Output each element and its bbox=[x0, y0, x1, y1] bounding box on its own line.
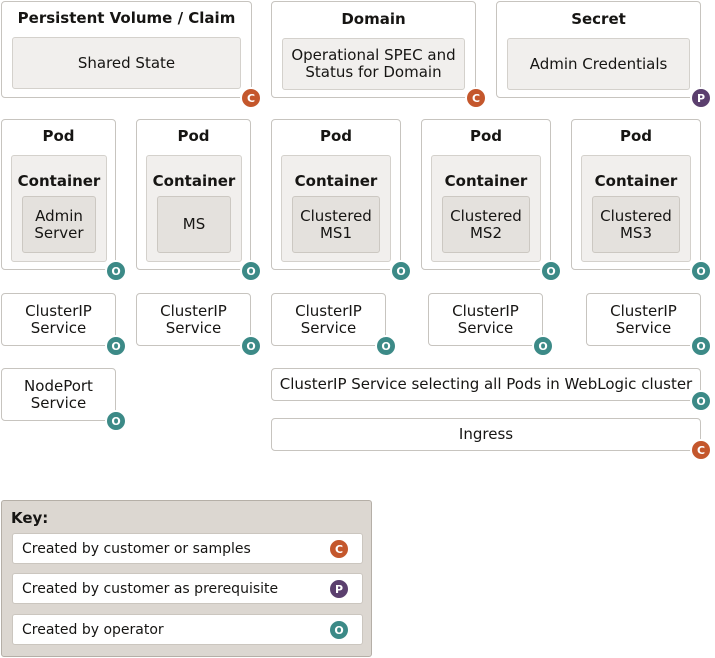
domain-spec-box: Operational SPEC and Status for Domain bbox=[282, 38, 465, 90]
clusterip-service-box: ClusterIP Service bbox=[586, 293, 701, 346]
server-box: Clustered MS2 bbox=[442, 196, 530, 253]
customer-badge-icon: C bbox=[240, 87, 262, 109]
customer-badge-icon: C bbox=[465, 87, 487, 109]
container-title: Container bbox=[17, 172, 101, 190]
key-row-label: Created by customer as prerequisite bbox=[22, 581, 279, 597]
server-label: Clustered MS2 bbox=[450, 206, 522, 242]
operator-badge-icon: O bbox=[105, 335, 127, 357]
key-row-operator: Created by operator O bbox=[12, 614, 363, 645]
clusterip-service-label: ClusterIP Service bbox=[295, 301, 362, 337]
pv-claim-title: Persistent Volume / Claim bbox=[17, 9, 236, 27]
pod-box: Pod Container Clustered MS3 bbox=[571, 119, 701, 270]
operator-badge-icon: O bbox=[390, 260, 412, 282]
container-title: Container bbox=[294, 172, 378, 190]
container-title: Container bbox=[152, 172, 236, 190]
operator-badge-icon: O bbox=[105, 260, 127, 282]
pod-title: Pod bbox=[469, 127, 503, 145]
clusterip-service-label: ClusterIP Service bbox=[452, 301, 519, 337]
operator-badge-icon: O bbox=[532, 335, 554, 357]
domain-box: Domain Operational SPEC and Status for D… bbox=[271, 1, 476, 98]
server-box: Admin Server bbox=[22, 196, 96, 253]
operator-badge-icon: O bbox=[690, 335, 712, 357]
key-row-label: Created by operator bbox=[22, 622, 164, 638]
shared-state-box: Shared State bbox=[12, 37, 241, 89]
container-box: Container Clustered MS2 bbox=[431, 155, 541, 262]
key-title: Key: bbox=[11, 509, 49, 527]
container-title: Container bbox=[594, 172, 678, 190]
operator-badge-icon: O bbox=[105, 410, 127, 432]
key-row-customer: Created by customer or samples C bbox=[12, 533, 363, 564]
pv-claim-box: Persistent Volume / Claim Shared State bbox=[1, 1, 252, 98]
clusterip-service-box: ClusterIP Service bbox=[1, 293, 116, 346]
prerequisite-badge-icon: P bbox=[328, 578, 350, 600]
container-title: Container bbox=[444, 172, 528, 190]
operator-badge-icon: O bbox=[375, 335, 397, 357]
pod-box: Pod Container Clustered MS2 bbox=[421, 119, 551, 270]
server-label: Clustered MS1 bbox=[300, 206, 372, 242]
pod-box: Pod Container Admin Server bbox=[1, 119, 116, 270]
pod-title: Pod bbox=[319, 127, 353, 145]
domain-title: Domain bbox=[341, 10, 406, 28]
customer-badge-icon: C bbox=[328, 538, 350, 560]
ingress-label: Ingress bbox=[458, 425, 514, 443]
operator-badge-icon: O bbox=[690, 390, 712, 412]
key-row-label: Created by customer or samples bbox=[22, 541, 251, 557]
customer-badge-icon: C bbox=[690, 439, 712, 461]
clusterip-service-label: ClusterIP Service bbox=[160, 301, 227, 337]
admin-credentials-box: Admin Credentials bbox=[507, 38, 690, 90]
ingress-box: Ingress bbox=[271, 418, 701, 451]
pod-box: Pod Container MS bbox=[136, 119, 251, 270]
operator-badge-icon: O bbox=[690, 260, 712, 282]
operator-badge-icon: O bbox=[540, 260, 562, 282]
cluster-service-label: ClusterIP Service selecting all Pods in … bbox=[279, 375, 693, 393]
container-box: Container Clustered MS3 bbox=[581, 155, 691, 262]
pod-title: Pod bbox=[177, 127, 210, 145]
pod-title: Pod bbox=[42, 127, 75, 145]
nodeport-service-label: NodePort Service bbox=[24, 376, 93, 412]
admin-credentials-label: Admin Credentials bbox=[529, 54, 668, 73]
container-box: Container MS bbox=[146, 155, 242, 262]
server-box: MS bbox=[157, 196, 231, 253]
server-label: Admin Server bbox=[34, 206, 84, 242]
shared-state-label: Shared State bbox=[77, 53, 176, 72]
container-box: Container Admin Server bbox=[11, 155, 107, 262]
container-box: Container Clustered MS1 bbox=[281, 155, 391, 262]
server-box: Clustered MS3 bbox=[592, 196, 680, 253]
server-box: Clustered MS1 bbox=[292, 196, 380, 253]
pod-box: Pod Container Clustered MS1 bbox=[271, 119, 401, 270]
nodeport-service-box: NodePort Service bbox=[1, 368, 116, 421]
clusterip-service-box: ClusterIP Service bbox=[428, 293, 543, 346]
secret-box: Secret Admin Credentials bbox=[496, 1, 701, 98]
secret-title: Secret bbox=[571, 10, 626, 28]
server-label: Clustered MS3 bbox=[600, 206, 672, 242]
operator-badge-icon: O bbox=[328, 619, 350, 641]
domain-spec-label: Operational SPEC and Status for Domain bbox=[291, 46, 456, 81]
clusterip-service-box: ClusterIP Service bbox=[136, 293, 251, 346]
clusterip-service-label: ClusterIP Service bbox=[610, 301, 677, 337]
operator-badge-icon: O bbox=[240, 335, 262, 357]
prerequisite-badge-icon: P bbox=[690, 87, 712, 109]
clusterip-service-box: ClusterIP Service bbox=[271, 293, 386, 346]
clusterip-service-label: ClusterIP Service bbox=[25, 301, 92, 337]
key-row-prerequisite: Created by customer as prerequisite P bbox=[12, 573, 363, 604]
cluster-service-box: ClusterIP Service selecting all Pods in … bbox=[271, 368, 701, 401]
key-panel: Key: Created by customer or samples C Cr… bbox=[1, 500, 372, 657]
server-label: MS bbox=[182, 215, 206, 233]
pod-title: Pod bbox=[619, 127, 653, 145]
operator-badge-icon: O bbox=[240, 260, 262, 282]
